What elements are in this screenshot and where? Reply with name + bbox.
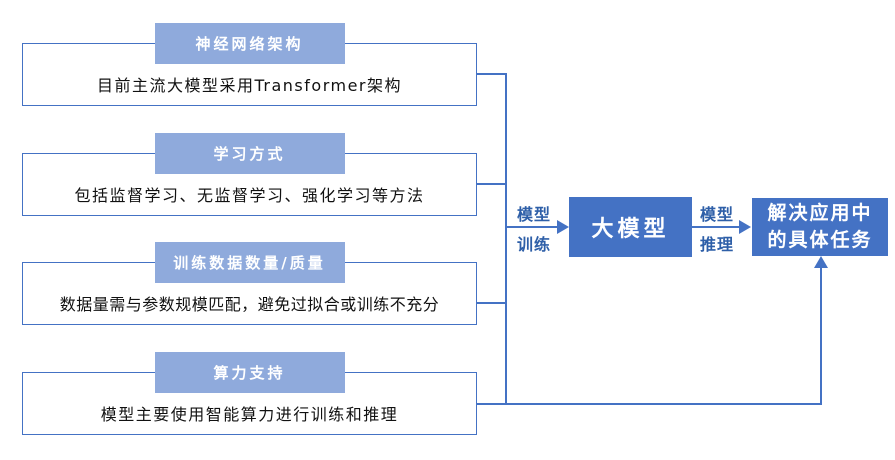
factor-description: 包括监督学习、无监督学习、强化学习等方法 xyxy=(74,185,425,205)
training-label-line1: 模型 xyxy=(516,205,551,224)
factor-title: 算力支持 xyxy=(213,364,286,382)
training-label-line2: 训练 xyxy=(516,235,551,254)
task-box-line1: 解决应用中 xyxy=(767,202,873,224)
factor-group-computing-power: 模型主要使用智能算力进行训练和推理 算力支持 xyxy=(22,352,477,435)
task-box: 解决应用中 的具体任务 xyxy=(752,198,888,256)
factor-description: 目前主流大模型采用Transformer架构 xyxy=(96,75,402,95)
connector-stub-training-data xyxy=(477,302,506,304)
factor-group-training-data: 数据量需与参数规模匹配，避免过拟合或训练不充分 训练数据数量/质量 xyxy=(22,242,477,325)
factor-description-box: 模型主要使用智能算力进行训练和推理 xyxy=(22,372,477,435)
factor-title-tab: 算力支持 xyxy=(154,352,345,393)
arrowhead-up-into-task-box xyxy=(814,256,828,268)
factor-title-tab: 学习方式 xyxy=(154,133,345,174)
factor-group-architecture: 目前主流大模型采用Transformer架构 神经网络架构 xyxy=(22,23,477,106)
arrowhead-model-inference xyxy=(739,220,751,234)
factor-title: 训练数据数量/质量 xyxy=(173,254,326,272)
inference-label-line2: 推理 xyxy=(699,235,734,254)
factor-description: 数据量需与参数规模匹配，避免过拟合或训练不充分 xyxy=(59,294,440,314)
inference-label-line1: 模型 xyxy=(699,205,734,224)
factor-group-learning-method: 包括监督学习、无监督学习、强化学习等方法 学习方式 xyxy=(22,133,477,216)
factor-title: 神经网络架构 xyxy=(195,35,304,53)
factor-description: 模型主要使用智能算力进行训练和推理 xyxy=(100,404,399,424)
large-model-box: 大模型 xyxy=(569,197,692,257)
factor-title: 学习方式 xyxy=(213,145,286,163)
arrow-model-inference-line xyxy=(692,226,741,228)
connector-bottom-bypass-line xyxy=(477,403,822,405)
connector-stub-architecture xyxy=(477,73,506,75)
large-model-label: 大模型 xyxy=(591,217,670,242)
task-box-line2: 的具体任务 xyxy=(767,229,873,251)
connector-stub-learning-method xyxy=(477,183,506,185)
arrowhead-model-training xyxy=(557,220,569,234)
arrow-model-training-line xyxy=(506,226,560,228)
connector-bypass-up-line xyxy=(820,258,822,405)
factor-title-tab: 训练数据数量/质量 xyxy=(154,242,345,283)
connector-collector-line xyxy=(505,73,507,405)
factor-title-tab: 神经网络架构 xyxy=(154,23,345,64)
factor-description-box: 包括监督学习、无监督学习、强化学习等方法 xyxy=(22,153,477,216)
